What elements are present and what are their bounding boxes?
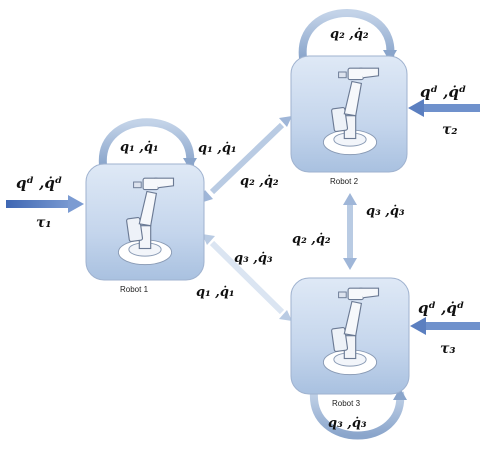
arrowhead-icon: [279, 116, 292, 127]
input-arrow-robot3: [410, 317, 480, 335]
robot2-torque: τ₂: [442, 122, 458, 138]
robot1-box: [85, 163, 205, 281]
robot2-caption: Robot 2: [330, 177, 359, 186]
robot2-box: [290, 55, 408, 173]
robot1-loop-label: q₁ ,q̇₁: [120, 140, 159, 155]
robot2-input-state: qᵈ ,q̇ᵈ: [420, 83, 466, 101]
arrowhead-icon: [202, 234, 215, 245]
arrowhead-icon: [343, 193, 357, 205]
robot1-torque: τ₁: [36, 215, 52, 231]
link-r2-r3-down-label: q₃ ,q̇₃: [366, 204, 405, 219]
link-r1-r2: [200, 116, 292, 203]
robot2-loop-label: q₂ ,q̇₂: [330, 27, 369, 42]
robot1-input-state: qᵈ ,q̇ᵈ: [16, 174, 62, 192]
arrow-right-icon: [68, 195, 84, 213]
arrowhead-icon: [343, 258, 357, 270]
input-arrow-robot1: [6, 195, 84, 213]
robot3-caption: Robot 3: [332, 399, 361, 408]
arrowhead-icon: [279, 310, 292, 321]
self-loop-robot3: [309, 388, 407, 440]
robot3-box: [290, 277, 410, 395]
link-r1-r3-back-label: q₁ ,q̇₁: [196, 285, 235, 300]
link-r1-r2-forward-label: q₁ ,q̇₁: [198, 141, 237, 156]
loop-arrowhead-icon: [393, 388, 407, 400]
link-r1-r3-forward-label: q₃ ,q̇₃: [234, 251, 273, 266]
robot3-torque: τ₃: [440, 341, 456, 357]
link-r1-r3: [202, 234, 292, 321]
arrow-left-icon: [408, 99, 424, 117]
link-r2-r3-up-label: q₂ ,q̇₂: [292, 232, 331, 247]
arrow-left-icon: [410, 317, 426, 335]
link-r1-r2-back-label: q₂ ,q̇₂: [240, 174, 279, 189]
input-arrow-robot2: [408, 99, 480, 117]
link-r2-r3: [343, 193, 357, 270]
robot3-loop-label: q₃ ,q̇₃: [328, 416, 367, 431]
robot3-input-state: qᵈ ,q̇ᵈ: [418, 299, 464, 317]
robot1-caption: Robot 1: [120, 285, 149, 294]
